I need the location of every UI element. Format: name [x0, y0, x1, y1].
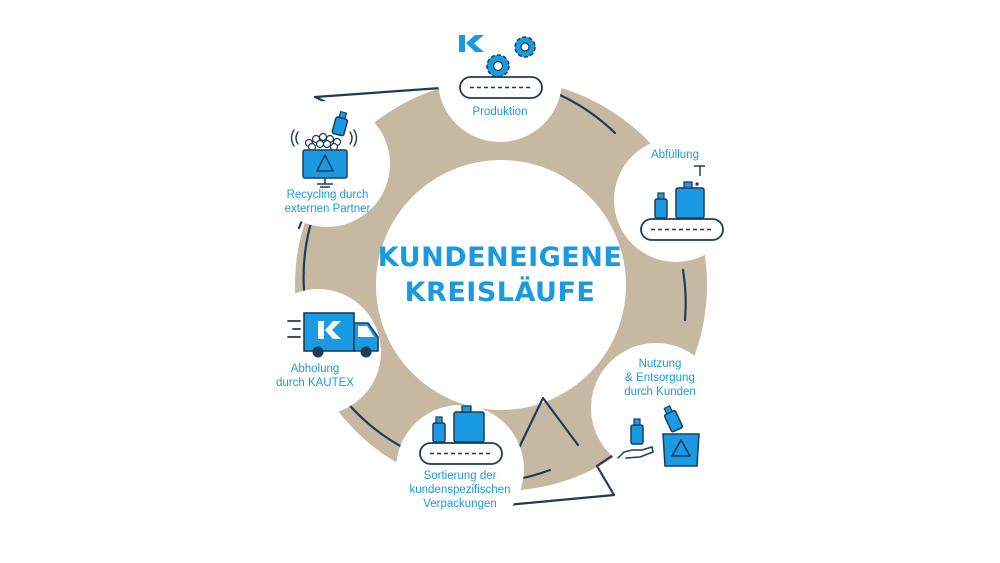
label-sortierung: Sortierung der kundenspezifischen Verpac…: [395, 469, 525, 511]
granules-icon: [304, 132, 342, 152]
label-line: Sortierung der: [423, 470, 497, 482]
conveyor-icon: [640, 218, 724, 241]
sortierung-icons: [419, 405, 503, 465]
conveyor-icon: [419, 442, 503, 465]
falling-bottle-icon: [663, 405, 684, 433]
label-line: Recycling durch: [286, 189, 369, 201]
label-line: kundenspezifischen: [409, 484, 511, 496]
canister-icon: [675, 181, 705, 219]
abholung-icons: [287, 312, 379, 358]
recycle-bin-icon: [662, 433, 700, 467]
node-produktion: [438, 18, 562, 142]
canister-icon: [453, 405, 485, 443]
label-line: Abfüllung: [651, 149, 699, 161]
bottle-icon: [331, 110, 349, 137]
connector-sortierung-nutzung: [515, 396, 580, 454]
vibration-icon: [290, 129, 358, 147]
bottle-icon: [630, 418, 644, 445]
diagram-title-line2: KREISLÄUFE: [404, 277, 596, 308]
nozzle-icon: [694, 165, 705, 186]
connector-nutzung-sortierung: [483, 445, 627, 509]
produktion-icons: [459, 35, 543, 99]
node-sortierung: [396, 405, 524, 533]
label-produktion: Produktion: [440, 105, 560, 119]
abfuellung-icons: [640, 165, 724, 241]
truck-icon: [303, 312, 379, 358]
bottle-icon: [654, 192, 668, 219]
bottle-icon: [432, 416, 446, 443]
label-line: durch Kunden: [624, 386, 696, 398]
nutzung-icons: [617, 405, 700, 467]
gears-icon: [486, 36, 536, 78]
label-line: Verpackungen: [423, 498, 497, 510]
label-abholung: Abholung durch KAUTEX: [255, 362, 375, 390]
label-line: Abholung: [290, 363, 340, 375]
label-line: & Entsorgung: [625, 372, 695, 384]
recycle-icon: [671, 439, 691, 457]
label-line: durch KAUTEX: [276, 377, 354, 389]
recycling-icons: [290, 110, 358, 188]
recycle-icon: [316, 154, 334, 172]
speed-lines-icon: [287, 320, 301, 338]
label-nutzung: Nutzung & Entsorgung durch Kunden: [600, 357, 720, 399]
label-recycling: Recycling durch externen Partner: [265, 188, 390, 216]
label-line: Nutzung: [638, 358, 682, 370]
label-abfuellung: Abfüllung: [625, 148, 725, 162]
conveyor-icon: [459, 76, 543, 99]
label-line: Produktion: [472, 106, 528, 118]
label-line: externen Partner: [284, 203, 371, 215]
diagram-title-line1: KUNDENEIGENE: [377, 242, 623, 273]
hand-icon: [617, 446, 654, 459]
inner-circle: [376, 160, 626, 410]
shredder-icon: [302, 149, 348, 188]
logo-k-icon: [459, 35, 484, 52]
